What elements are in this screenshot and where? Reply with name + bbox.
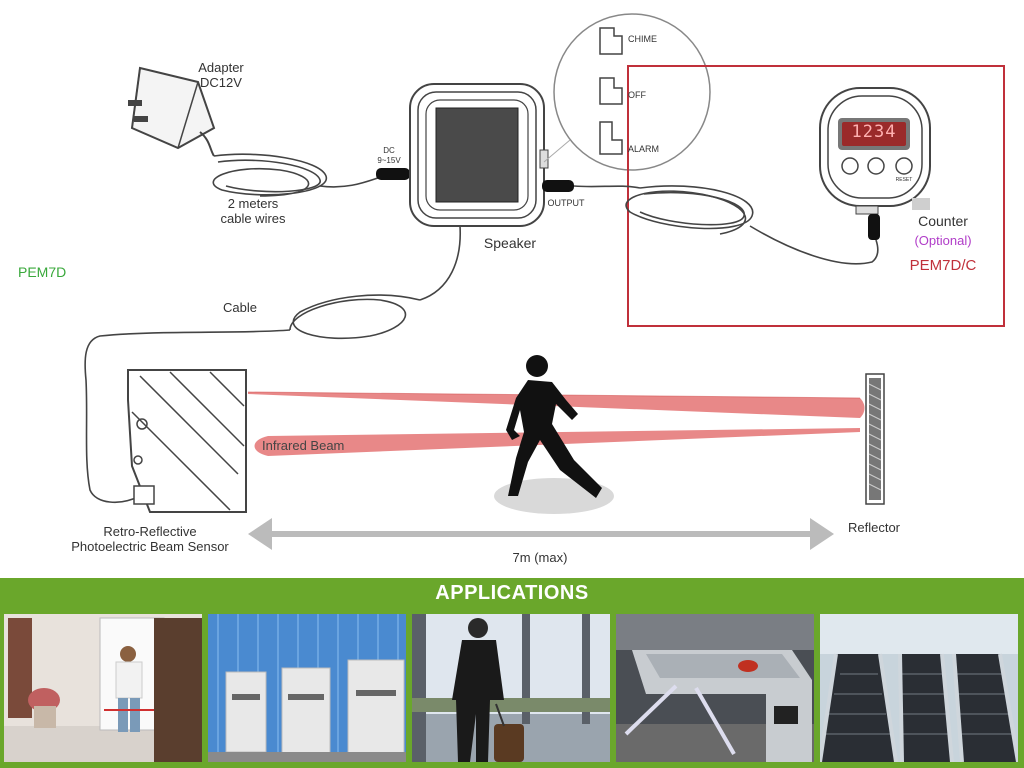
sensor-label: Retro-Reflective Photoelectric Beam Sens…	[71, 524, 229, 554]
sensor-cable	[84, 225, 461, 503]
counter-optional-label: (Optional)	[914, 233, 972, 248]
adapter-label: Adapter DC12V	[198, 60, 244, 90]
optional-counter-box	[627, 65, 1005, 327]
speaker-label: Speaker	[483, 235, 537, 251]
person-icon	[494, 355, 614, 514]
cable-label: Cable	[223, 300, 257, 315]
adapter-cable-coil	[212, 153, 385, 197]
counter-reset-label: RESET	[895, 177, 913, 183]
counter-icon	[819, 87, 931, 240]
applications-title: APPLICATIONS	[435, 582, 589, 604]
sensor-icon	[127, 369, 247, 513]
switch-label-chime: CHIME	[628, 34, 657, 44]
switch-label-off: OFF	[628, 90, 646, 100]
beam-label: Infrared Beam	[262, 438, 345, 453]
output-cable-coil	[573, 185, 879, 265]
reflector-icon	[865, 373, 885, 505]
adapter-icon	[128, 66, 216, 157]
application-photo-warehouse	[208, 614, 406, 762]
cable-wires-label: 2 meters cable wires	[220, 196, 286, 226]
application-photo-escalators	[820, 614, 1018, 762]
output-label: OUTPUT	[547, 198, 585, 208]
counter-label: Counter	[918, 213, 968, 229]
application-photo-doorway	[4, 614, 202, 762]
switch-label-alarm: ALARM	[628, 144, 660, 154]
dc-plug	[376, 168, 410, 180]
distance-arrow	[248, 518, 834, 550]
distance-label: 7m (max)	[512, 550, 568, 565]
counter-model-label: PEM7D/C	[909, 257, 977, 274]
dc-label: DC 9~15V	[377, 146, 401, 165]
model-label: PEM7D	[18, 264, 67, 280]
counter-display: 1234	[851, 122, 897, 142]
application-photo-turnstile	[616, 614, 814, 762]
switch-magnifier	[543, 13, 711, 171]
reflector-label: Reflector	[847, 520, 901, 535]
wiring-diagram: Adapter DC12V 2 meters cable wires DC 9~…	[18, 13, 1005, 565]
application-photo-airport	[412, 614, 610, 762]
output-plug	[542, 180, 574, 192]
diagram-canvas	[84, 13, 1005, 550]
speaker-icon	[409, 83, 549, 227]
